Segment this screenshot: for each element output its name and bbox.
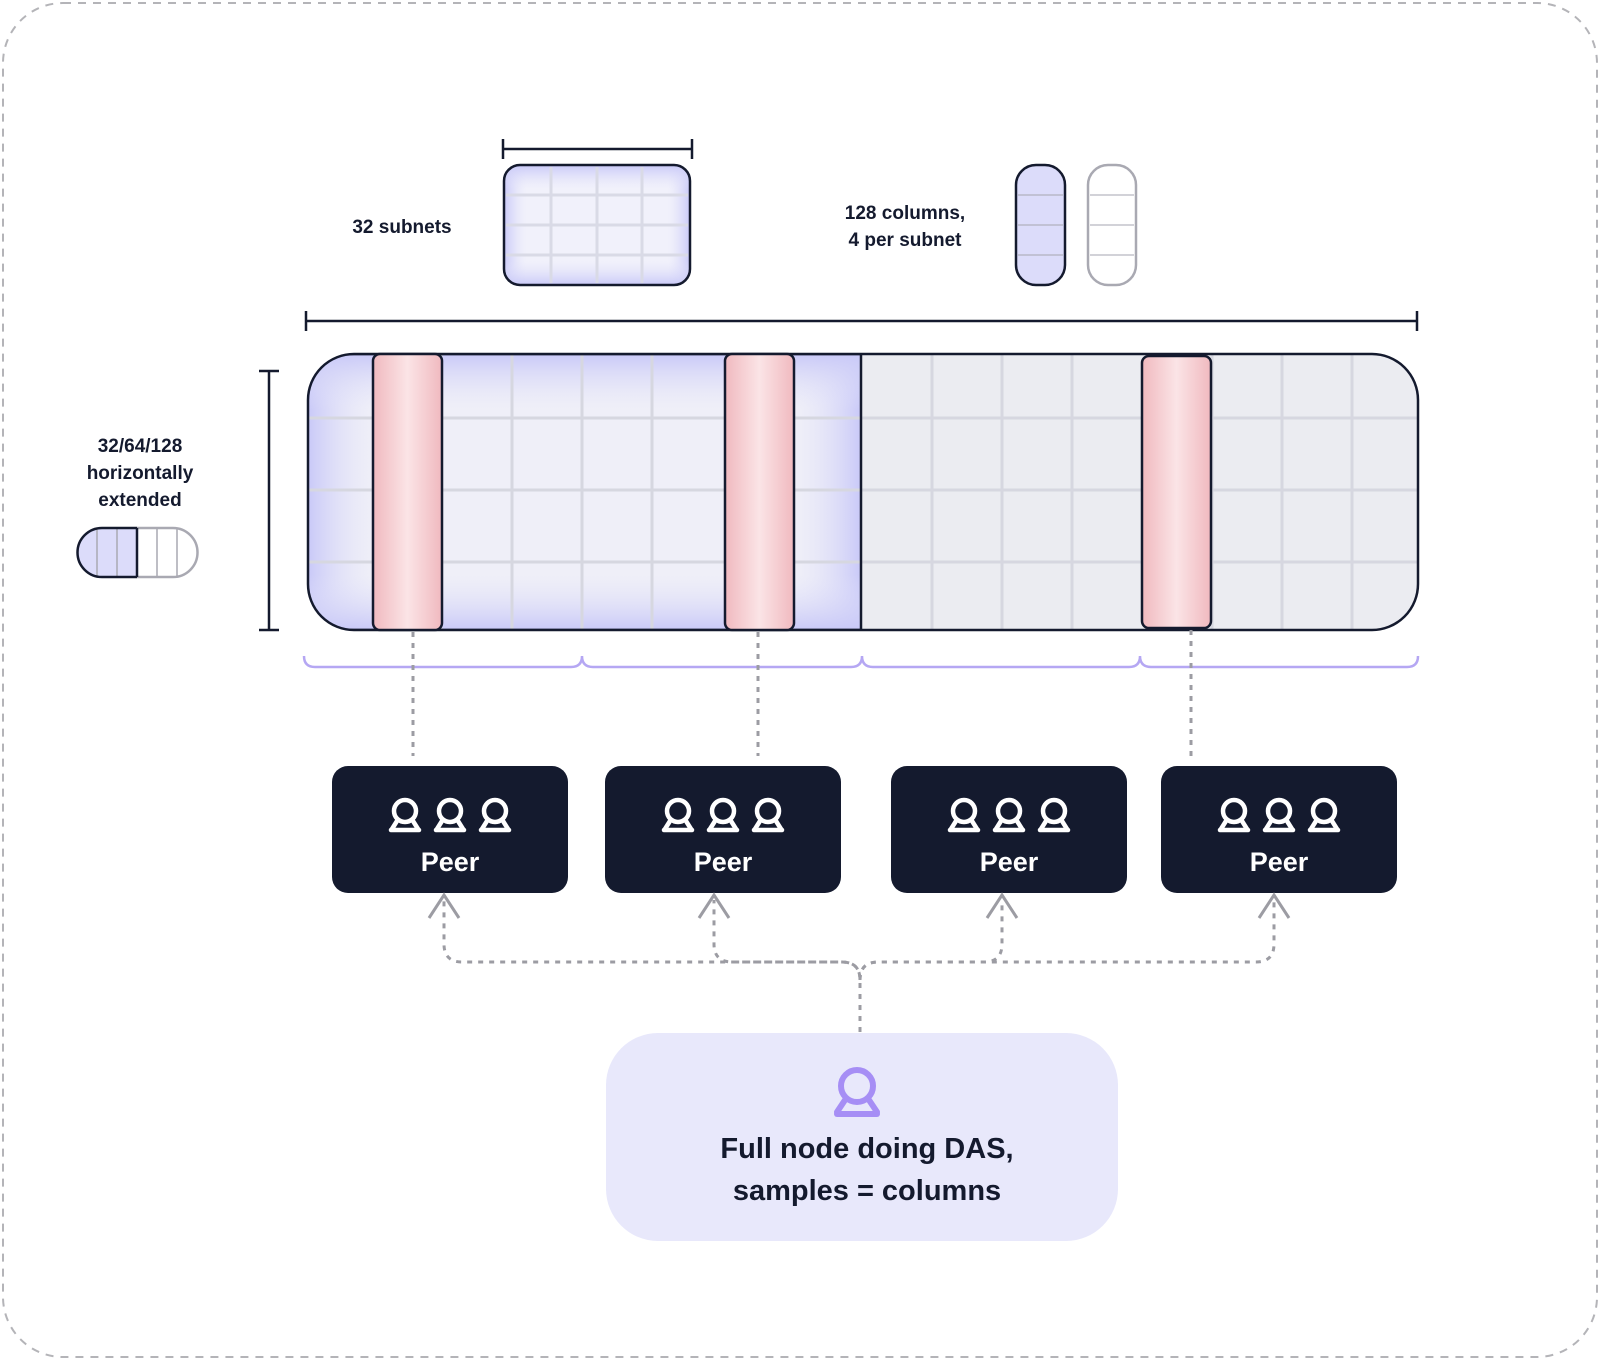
subnet-range-bracket (501, 139, 694, 159)
sampled-column-1 (371, 352, 444, 632)
person-icon (661, 797, 695, 833)
subnets-label: 32 subnets (352, 217, 451, 238)
sampled-column-2 (723, 352, 796, 632)
full-node-label-line1: Full node doing DAS, (720, 1133, 1013, 1165)
column-to-peer-connectors (411, 630, 1193, 756)
person-icon (706, 797, 740, 833)
full-node-label-line2: samples = columns (733, 1175, 1001, 1207)
data-matrix (306, 352, 1420, 632)
request-arrows (427, 892, 1291, 1032)
peer-label: Peer (1250, 847, 1309, 877)
sampled-column-3 (1140, 354, 1213, 630)
peer-box: Peer (332, 766, 568, 893)
subnet-group-braces (302, 655, 1420, 669)
full-node-box: Full node doing DAS, samples = columns (606, 1033, 1118, 1241)
person-icon (1262, 797, 1296, 833)
peers: Peer Peer Peer Peer (332, 766, 1397, 893)
peer-box: Peer (1161, 766, 1397, 893)
peer-box: Peer (891, 766, 1127, 893)
extended-label-line2: horizontally (87, 463, 194, 484)
person-icon (834, 1067, 880, 1117)
person-icon (433, 797, 467, 833)
columns-label-line1: 128 columns, (845, 203, 965, 224)
person-icon (947, 797, 981, 833)
peer-box: Peer (605, 766, 841, 893)
person-icon (478, 797, 512, 833)
extended-label-line3: extended (98, 490, 181, 511)
person-icon (751, 797, 785, 833)
column-legend-original (1014, 163, 1067, 287)
peer-label: Peer (694, 847, 753, 877)
grid-width-bracket (304, 311, 1419, 331)
column-legend-extended (1086, 163, 1138, 287)
peer-label: Peer (421, 847, 480, 877)
person-icon (1307, 797, 1341, 833)
person-icon (1217, 797, 1251, 833)
grid-height-bracket (259, 369, 279, 632)
person-icon (1037, 797, 1071, 833)
extended-label-line1: 32/64/128 (98, 436, 183, 457)
extension-key (76, 526, 199, 579)
person-icon (388, 797, 422, 833)
peer-label: Peer (980, 847, 1039, 877)
subnet-legend-block (502, 163, 692, 287)
columns-label-line2: 4 per subnet (849, 230, 963, 251)
person-icon (992, 797, 1026, 833)
